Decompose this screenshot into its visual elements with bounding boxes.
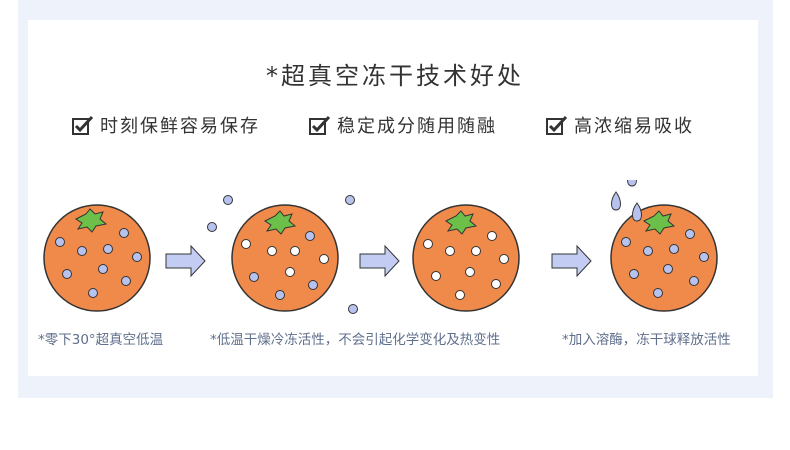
orange-reactivated (610, 180, 718, 312)
ice-particles (621, 229, 709, 298)
arrow-right-icon (551, 244, 592, 278)
orange-drying (207, 195, 358, 314)
dried-particles (423, 231, 509, 300)
feature-preserve: 时刻保鲜容易保存 (72, 112, 260, 138)
arrow-right-icon (165, 244, 206, 278)
arrow-right-icon (359, 244, 400, 278)
escaping-ice-particles (207, 195, 358, 314)
content-card (28, 20, 758, 376)
feature-label: 时刻保鲜容易保存 (100, 116, 260, 137)
caption-step-3: *加入溶酶，冻干球释放活性 (562, 332, 731, 348)
page-title: *超真空冻干技术好处 (266, 62, 524, 90)
orange-frozen (43, 204, 151, 312)
feature-stable: 稳定成分随用随融 (309, 112, 497, 138)
feature-label: 稳定成分随用随融 (337, 116, 497, 137)
feature-label: 高浓缩易吸收 (574, 116, 694, 137)
checkbox-checked-icon (72, 115, 94, 135)
water-drop-icon (611, 180, 642, 222)
orange-freeze-dried (412, 204, 520, 312)
checkbox-checked-icon (309, 115, 331, 135)
caption-step-1: *零下30°超真空低温 (38, 332, 164, 348)
checkbox-checked-icon (546, 115, 568, 135)
feature-absorb: 高浓缩易吸收 (546, 112, 694, 138)
caption-step-2: *低温干燥冷冻活性，不会引起化学变化及热变性 (210, 332, 501, 348)
freeze-dry-process-illustration (43, 180, 718, 314)
dried-particles (241, 239, 329, 277)
ice-particles (55, 228, 142, 298)
